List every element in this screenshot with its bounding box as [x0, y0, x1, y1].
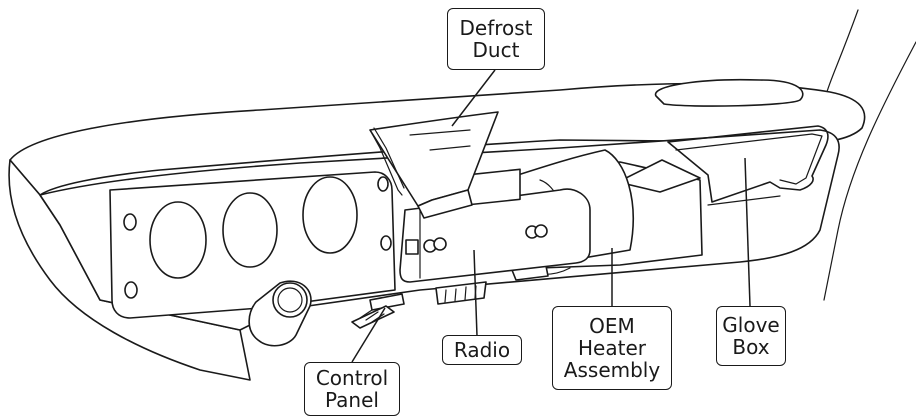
leader-control-panel: [351, 307, 386, 363]
control-panel-slab: [369, 293, 405, 311]
bezel-screw-mid-right: [380, 235, 392, 251]
ignition-knob-inner: [277, 287, 303, 313]
leader-radio: [473, 249, 478, 337]
radio-preset-buttons: [435, 281, 487, 305]
dash-top-bump: [654, 78, 804, 107]
radio-side-plate: [405, 239, 419, 255]
gauge-center: [222, 192, 278, 268]
radio-knob-left-2: [433, 237, 447, 251]
dash-left-end: [8, 159, 251, 381]
heater-assembly-top: [617, 159, 701, 193]
radio-preset-lines: [444, 285, 477, 303]
label-defrost-duct: Defrost Duct: [447, 8, 545, 70]
label-radio: Radio: [442, 335, 522, 365]
defrost-duct-left-strap-2: [373, 127, 405, 189]
radio-knob-right-2: [534, 224, 548, 238]
label-control-panel: Control Panel: [304, 362, 400, 416]
leader-glove-box: [744, 157, 751, 307]
defrost-duct-slot-top: [409, 129, 471, 136]
label-glove-box: Glove Box: [716, 306, 786, 366]
control-panel-slots: [359, 309, 385, 323]
gauge-left: [149, 201, 207, 279]
bezel-screw-bottom-left: [124, 281, 138, 299]
pillar-line: [823, 41, 916, 301]
glove-box-door: [667, 125, 829, 203]
leader-defrost-duct: [451, 69, 496, 127]
bezel-screw-top-right: [377, 176, 389, 192]
defrost-duct-nozzle: [417, 189, 473, 219]
defrost-duct-slot-bottom: [429, 145, 471, 151]
gauge-right: [302, 176, 358, 254]
defrost-duct-left-strap: [369, 129, 403, 196]
glove-box-inner: [675, 133, 823, 185]
bezel-screw-top-left: [123, 213, 137, 231]
label-oem-heater-assembly: OEM Heater Assembly: [552, 306, 672, 390]
pillar-line-inner: [825, 9, 859, 96]
glove-box-trim: [707, 195, 781, 206]
